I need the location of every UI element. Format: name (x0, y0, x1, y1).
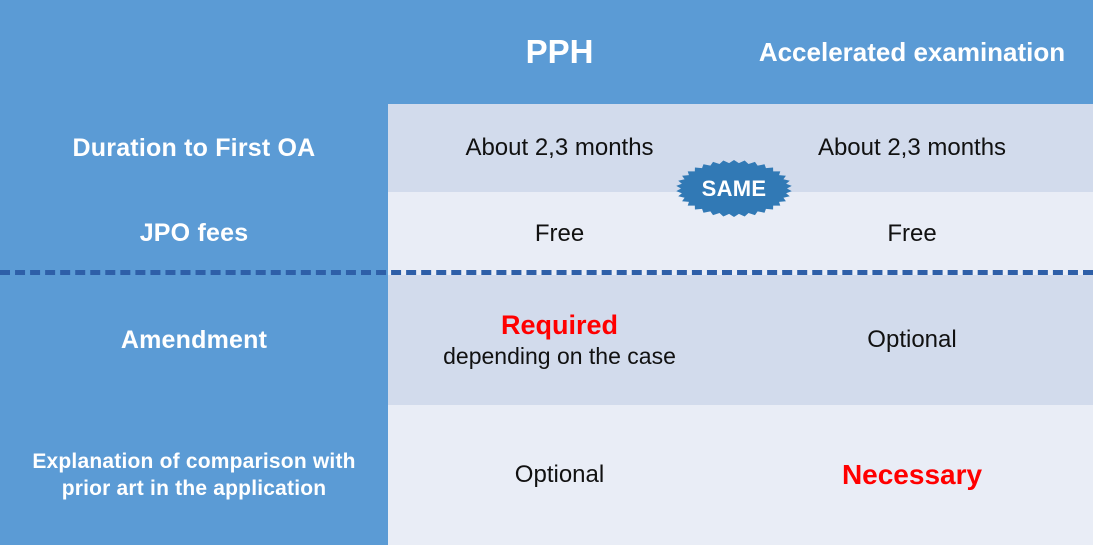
row-label-jpo-fees: JPO fees (0, 192, 388, 275)
cell-jpo-fees-pph: Free (388, 192, 731, 275)
table-row-duration-to-first-oa: Duration to First OA About 2,3 months Ab… (0, 104, 1093, 192)
amendment-pph-stack: Required depending on the case (388, 309, 731, 371)
row-label-amendment: Amendment (0, 275, 388, 405)
table-row-jpo-fees: JPO fees Free Free (0, 192, 1093, 275)
cell-amendment-pph: Required depending on the case (388, 275, 731, 405)
row-label-duration-to-first-oa: Duration to First OA (0, 104, 388, 192)
amendment-pph-required: Required (500, 310, 619, 340)
same-badge-label: SAME (701, 175, 767, 201)
column-header-pph: PPH (388, 0, 731, 104)
table-header-row: PPH Accelerated examination (0, 0, 1093, 104)
explanation-label-line-1: Explanation of comparison with (32, 449, 356, 473)
amendment-pph-note: depending on the case (443, 343, 676, 370)
same-badge: SAME (676, 160, 792, 217)
cell-jpo-fees-accelerated: Free (731, 192, 1093, 275)
cell-explanation-pph: Optional (388, 405, 731, 545)
cell-duration-pph: About 2,3 months (388, 104, 731, 192)
explanation-accelerated-necessary: Necessary (841, 459, 983, 490)
cell-amendment-accelerated: Optional (731, 275, 1093, 405)
header-corner-cell (0, 0, 388, 104)
starburst-icon (676, 160, 792, 217)
cell-duration-accelerated: About 2,3 months (731, 104, 1093, 192)
cell-explanation-accelerated: Necessary (731, 405, 1093, 545)
row-label-explanation-of-comparison: Explanation of comparison with prior art… (0, 405, 388, 545)
explanation-label-stack: Explanation of comparison with prior art… (32, 450, 355, 500)
table-row-amendment: Amendment Required depending on the case… (0, 275, 1093, 405)
table-row-explanation-of-comparison: Explanation of comparison with prior art… (0, 405, 1093, 545)
explanation-label-line-2: prior art in the application (61, 477, 327, 500)
column-header-accelerated-examination: Accelerated examination (731, 0, 1093, 104)
dashed-separator-line (0, 270, 1093, 275)
